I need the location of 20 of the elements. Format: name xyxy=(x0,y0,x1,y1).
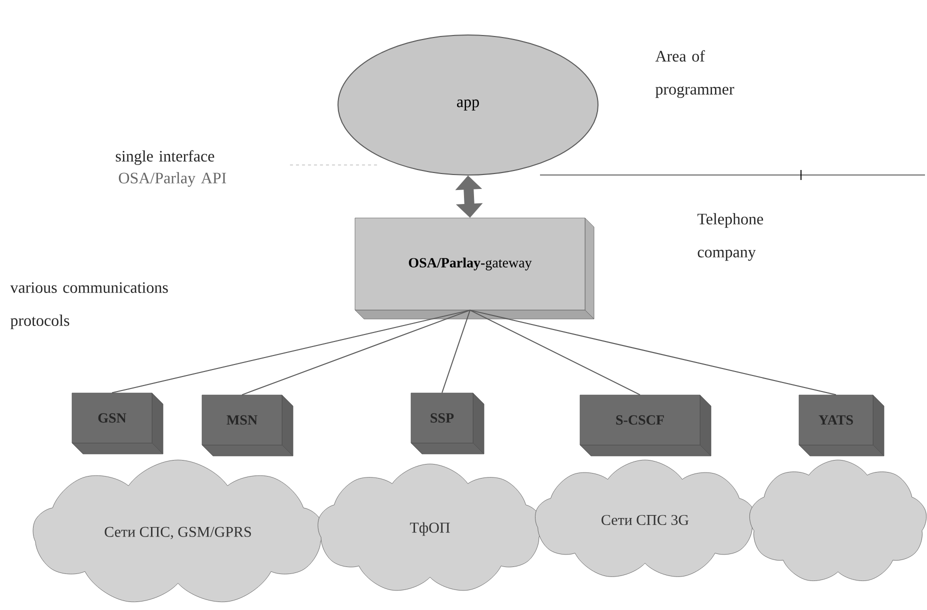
text-label: single interface xyxy=(116,150,214,165)
network-cloud: Сети СПС 3G xyxy=(535,460,755,577)
connector-line xyxy=(112,310,470,394)
text-label: Telephone company xyxy=(697,213,764,261)
network-element-cube: GSN xyxy=(72,392,164,454)
network-cloud xyxy=(749,460,927,581)
network-element-cube: MSN xyxy=(202,394,294,456)
network-element-cube: SSP xyxy=(410,392,484,454)
network-cloud: Сети СПС, GSM/GPRS xyxy=(32,460,324,602)
network-cloud: ТфОП xyxy=(318,464,542,591)
text-label: various communications protocols xyxy=(10,282,168,330)
network-element-cube: S-CSCF xyxy=(580,394,712,456)
connector-line xyxy=(470,310,836,396)
network-element-cube: YATS xyxy=(798,394,884,456)
gateway-box: OSA/Parlay-gateway xyxy=(354,218,594,320)
text-label: Area of programmer xyxy=(655,50,734,98)
text-label: OSA/Parlay API xyxy=(118,172,226,187)
connector-line xyxy=(442,310,470,394)
connector-line xyxy=(470,310,640,396)
connector-line xyxy=(242,310,470,396)
